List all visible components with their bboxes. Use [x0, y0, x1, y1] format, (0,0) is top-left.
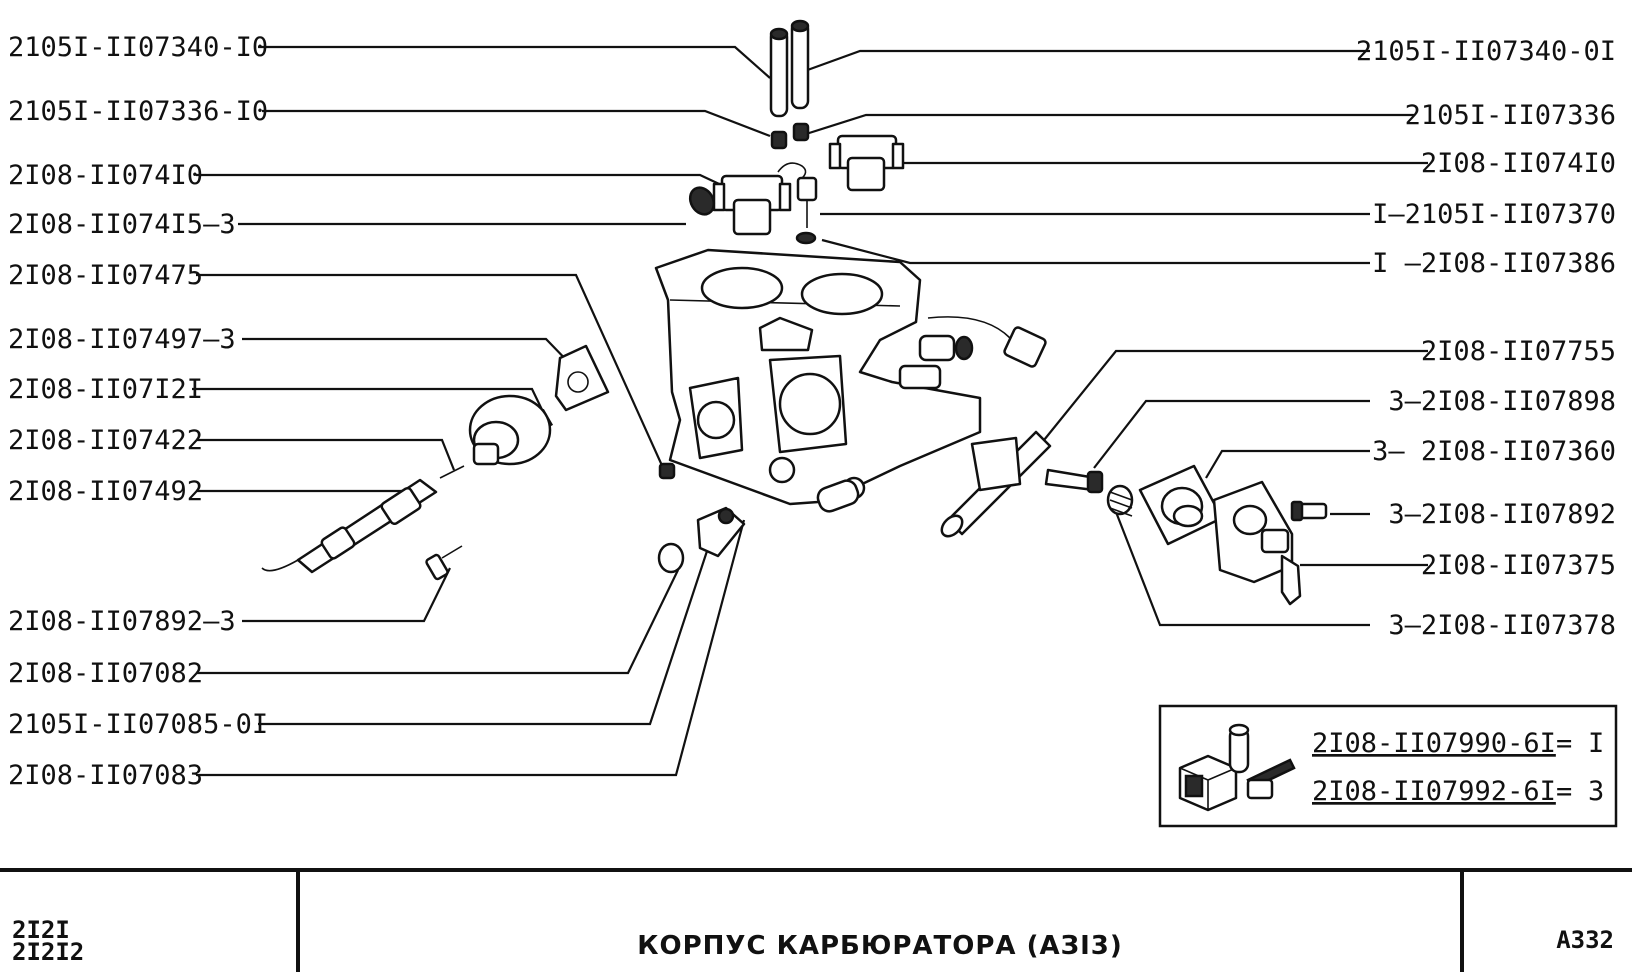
throttle-shaft-part: [940, 430, 1052, 538]
part-label[interactable]: 2I08-II07082: [8, 658, 203, 689]
screw-part: [1044, 468, 1104, 494]
diaphragm-plate-part: [1138, 464, 1224, 546]
stem-rod-part: [261, 478, 438, 574]
needle-part: [439, 465, 465, 479]
part-label[interactable]: 2I08-II07422: [8, 425, 203, 456]
leader-line: [1114, 511, 1370, 627]
leader-line: [1205, 449, 1370, 479]
leader-line: [242, 567, 451, 623]
part-label[interactable]: 3—2I08-II07892: [1388, 499, 1616, 530]
jet-tube-part: [769, 28, 789, 118]
part-label[interactable]: 2I08-II07083: [8, 760, 203, 791]
carburetor-body-part: [654, 248, 1047, 513]
part-label[interactable]: 2105I-II07340-I0: [8, 32, 268, 63]
kit-part-number[interactable]: 2I08-II07990-6I: [1312, 728, 1556, 759]
part-label[interactable]: 2105I-II07336-I0: [8, 96, 268, 127]
leader-line: [1093, 399, 1370, 469]
pump-housing-part: [1212, 480, 1302, 606]
right-valve-housing-part: [828, 134, 905, 192]
leader-line: [196, 173, 733, 191]
lever-pin-part: [717, 507, 735, 525]
parts: [261, 19, 1328, 606]
model-code: 2I2I2: [12, 938, 84, 966]
title-block: 2I2I 2I2I2 КОРПУС КАРБЮРАТОРА (АЗI3) А33…: [0, 868, 1632, 972]
leader-line: [196, 519, 746, 777]
kit-equals: =: [1556, 776, 1572, 807]
screw-part: [425, 545, 463, 581]
gasket-part: [554, 344, 610, 412]
jet-tube-part: [790, 20, 810, 110]
leader-line: [1039, 349, 1428, 446]
leader-line: [262, 109, 771, 138]
leader-line: [258, 547, 710, 726]
page-title: КОРПУС КАРБЮРАТОРА (АЗI3): [637, 931, 1122, 961]
part-label[interactable]: 2I08-II07492: [8, 476, 203, 507]
part-label[interactable]: 2I08-II074I5—3: [8, 209, 236, 240]
part-label[interactable]: 2105I-II07340-0I: [1356, 36, 1616, 67]
diaphragm-housing-part: [468, 394, 552, 466]
nut-part: [658, 462, 676, 480]
screw-part: [1290, 500, 1328, 522]
kit-code: I: [1588, 728, 1604, 759]
leader-line: [258, 45, 771, 79]
leader-lines: [192, 45, 1428, 777]
kit-part-number[interactable]: 2I08-II07992-6I: [1312, 776, 1556, 807]
part-label[interactable]: 2105I-II07336: [1405, 100, 1616, 131]
nut-part: [657, 542, 685, 574]
gasket-hole-part: [567, 371, 589, 393]
leader-line: [805, 113, 1414, 136]
leader-line: [821, 238, 1370, 265]
needle-valve-part: [795, 176, 818, 245]
jet-tubes: [769, 19, 810, 118]
part-label[interactable]: 2I08-II07497—3: [8, 324, 236, 355]
kit-equals: =: [1556, 728, 1572, 759]
part-label[interactable]: 2I08-II074I0: [1421, 148, 1616, 179]
part-label[interactable]: 2I08-II07375: [1421, 550, 1616, 581]
repair-kit-icon: [1178, 723, 1296, 812]
kit-legend-box: 2I08-II07990-6I = I 2I08-II07992-6I = 3: [1158, 704, 1618, 828]
part-label[interactable]: 2I08-II07I2I: [8, 374, 203, 405]
part-label[interactable]: I —2I08-II07386: [1372, 248, 1616, 279]
part-label[interactable]: 2I08-II07755: [1421, 336, 1616, 367]
spring-clip-part: [777, 162, 807, 181]
part-label[interactable]: 3— 2I08-II07360: [1372, 436, 1616, 467]
part-label[interactable]: 3—2I08-II07898: [1388, 386, 1616, 417]
part-label[interactable]: 2I08-II074I0: [8, 160, 203, 191]
left-labels: 2105I-II07340-I0 2105I-II07336-I0 2I08-I…: [8, 32, 268, 791]
leader-line: [196, 273, 666, 471]
jet-tube-cap-part: [790, 19, 810, 33]
part-label[interactable]: 2I08-II07892—3: [8, 606, 236, 637]
kit-code: 3: [1588, 776, 1604, 807]
part-label[interactable]: 2I08-II07475: [8, 260, 203, 291]
part-label[interactable]: 3—2I08-II07378: [1388, 610, 1616, 641]
part-label[interactable]: 2105I-II07085-0I: [8, 709, 268, 740]
leader-line: [242, 337, 577, 371]
left-valve-housing-part: [688, 174, 792, 236]
model-code: 2I2I: [12, 916, 70, 944]
leader-line: [801, 49, 1370, 74]
part-label[interactable]: I—2105I-II07370: [1372, 199, 1616, 230]
leader-line: [196, 569, 679, 675]
page-code: А332: [1556, 926, 1614, 954]
spring-part: [1106, 484, 1134, 517]
right-labels: 2105I-II07340-0I 2105I-II07336 2I08-II07…: [1356, 36, 1616, 641]
jet-tube-cap-part: [769, 27, 789, 41]
bushing-part: [792, 122, 810, 142]
bushing-part: [770, 130, 788, 150]
leader-line: [196, 438, 456, 471]
